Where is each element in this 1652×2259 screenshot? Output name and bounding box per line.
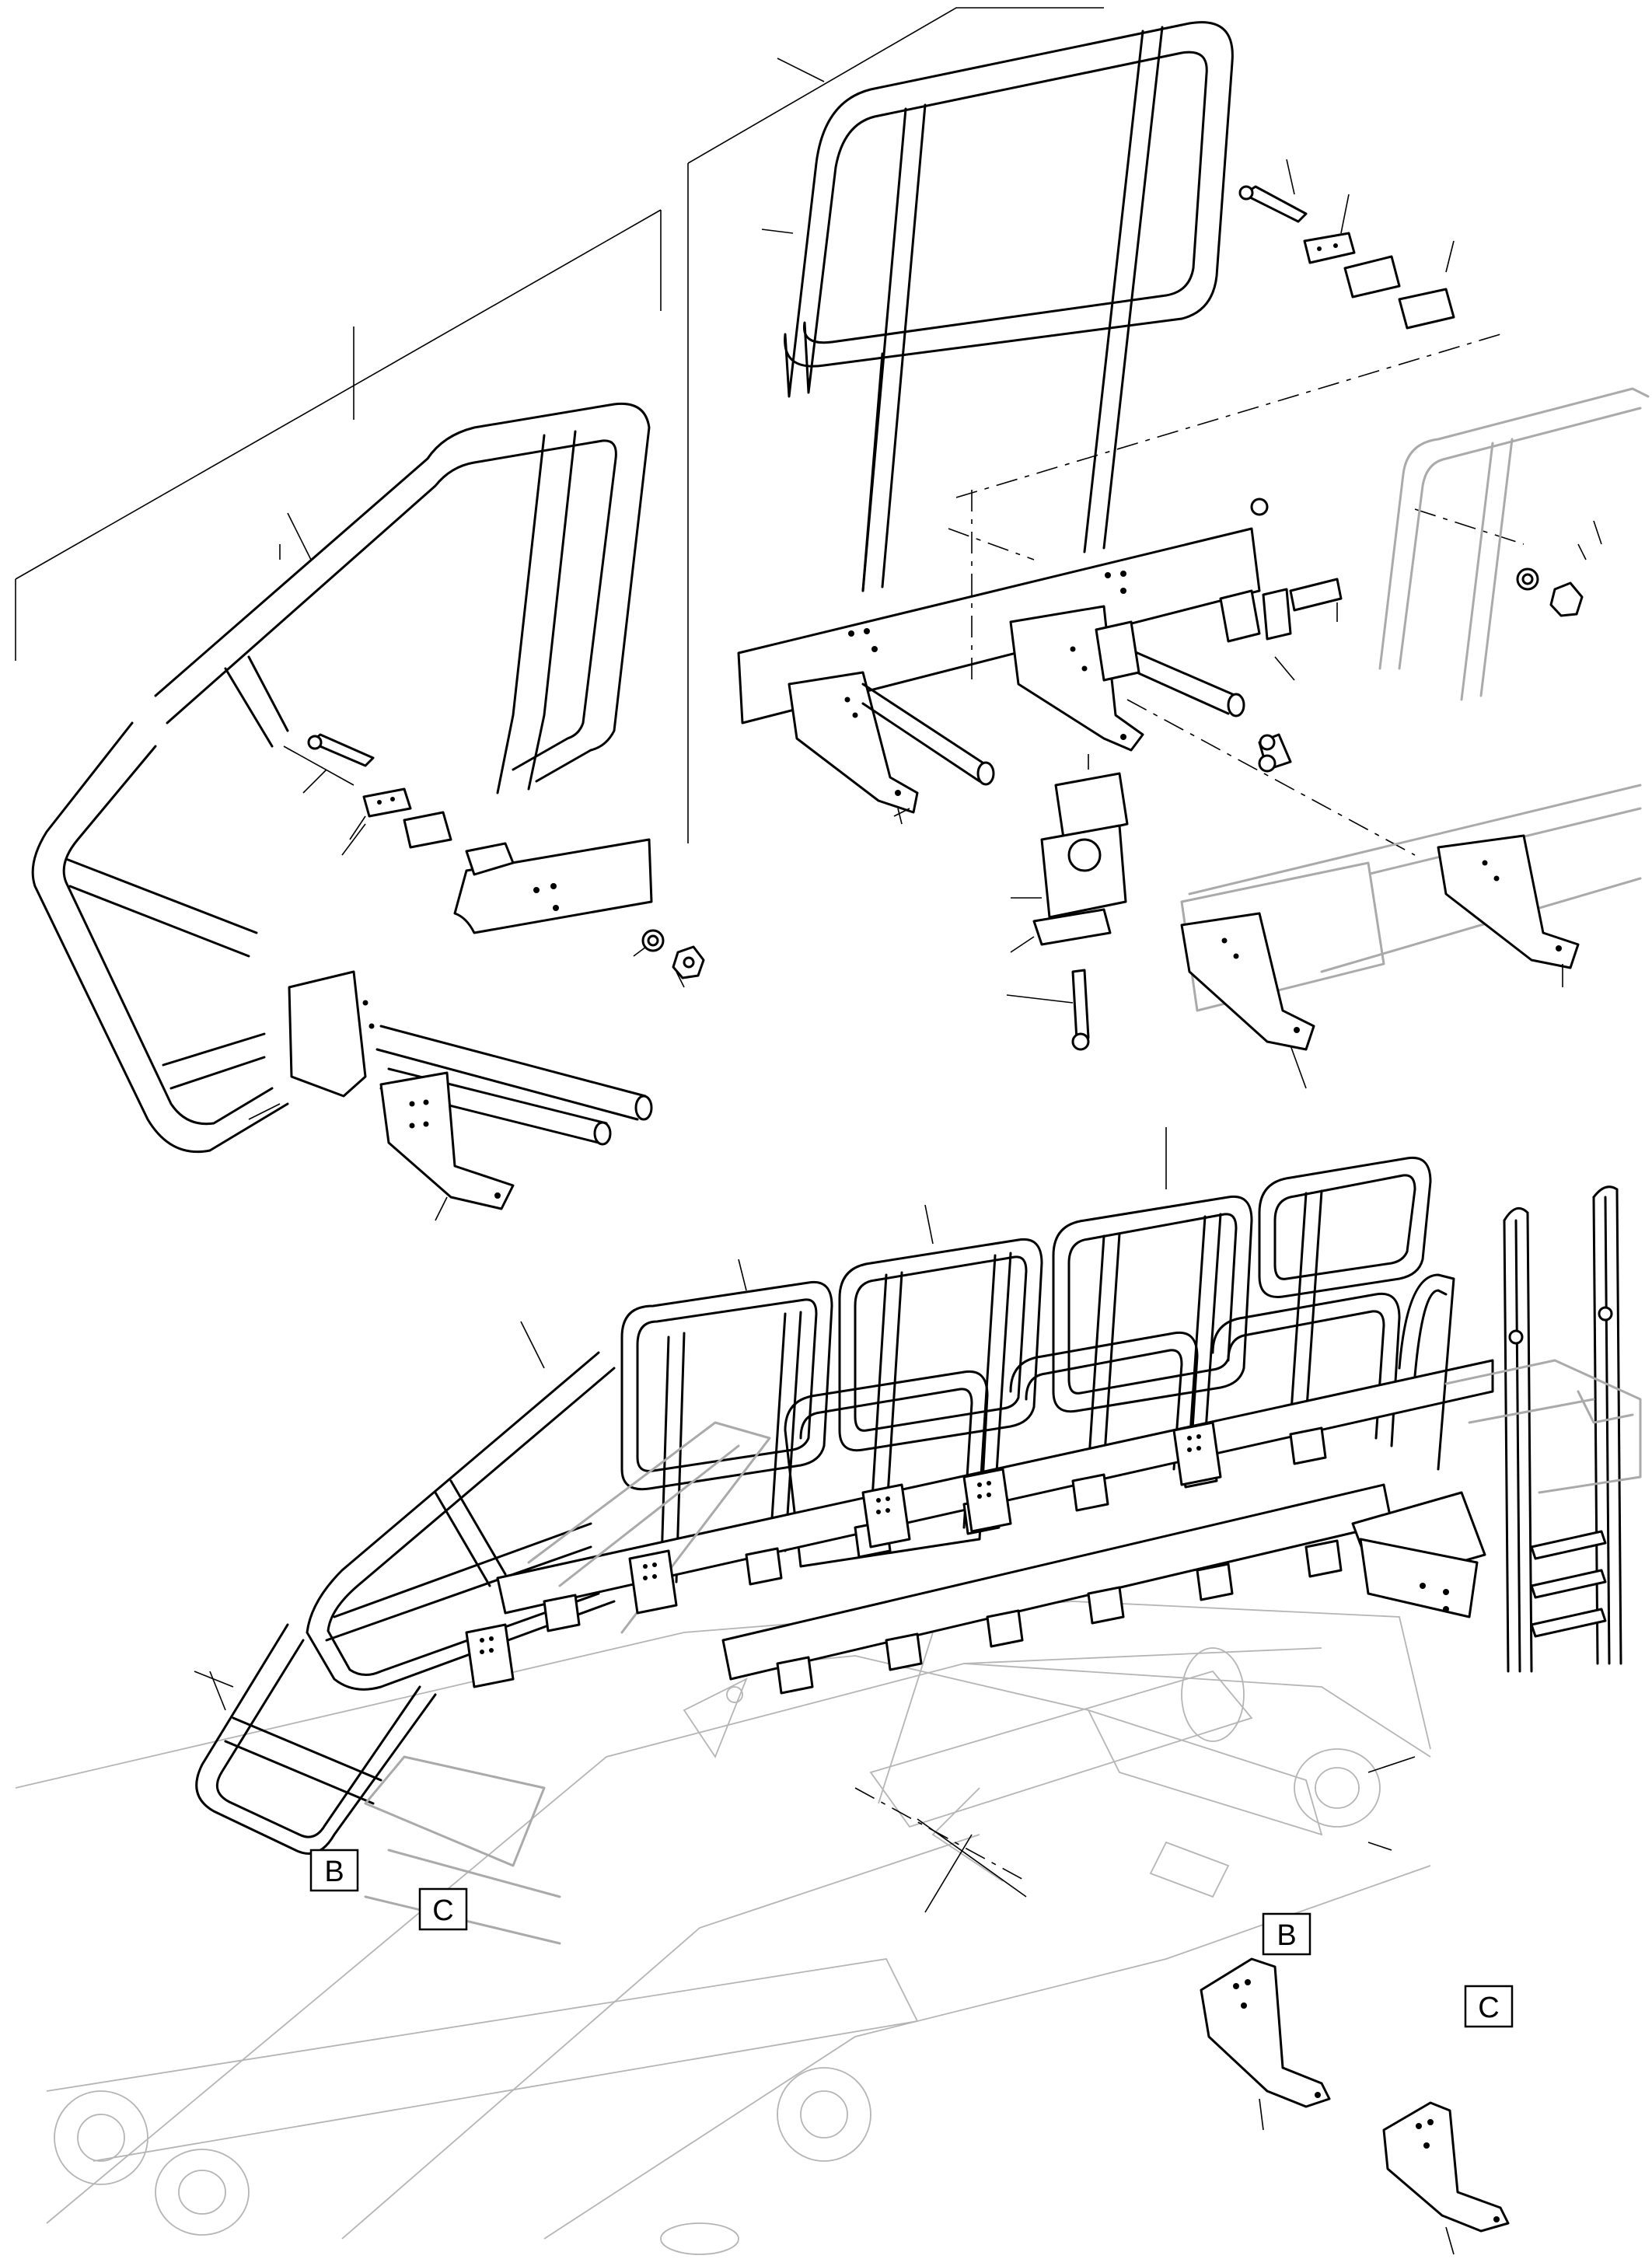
angled-handrail-assembly xyxy=(15,209,705,1221)
access-ladder xyxy=(1503,1185,1622,1673)
callout-c-detail-label: C xyxy=(1478,1992,1499,2024)
bolt-stack-left xyxy=(307,733,705,979)
bolt-stack-top-right xyxy=(1238,185,1584,773)
callout-c-main-label: C xyxy=(432,1894,453,1927)
clamp-stack-centre xyxy=(1032,772,1129,1051)
callout-c-detail: C xyxy=(1464,1985,1514,2028)
straight-handrail-assembly xyxy=(687,7,1650,1089)
callout-b-main-label: B xyxy=(324,1856,344,1888)
detail-bracket-c xyxy=(1382,2101,1510,2255)
callout-b-main: B xyxy=(309,1849,359,1892)
foot-bracket-right xyxy=(1180,834,1580,1051)
callout-b-detail: B xyxy=(1262,1912,1311,1956)
walkway-assembly xyxy=(194,1127,1642,1945)
clamp-row-lower xyxy=(776,1539,1343,1695)
perforated-brackets xyxy=(465,1421,1222,1688)
machine-body-outline xyxy=(15,1601,1431,2255)
callout-b-detail-label: B xyxy=(1277,1919,1296,1952)
callout-c-main: C xyxy=(418,1887,468,1931)
detail-bracket-b xyxy=(1200,1957,1331,2131)
